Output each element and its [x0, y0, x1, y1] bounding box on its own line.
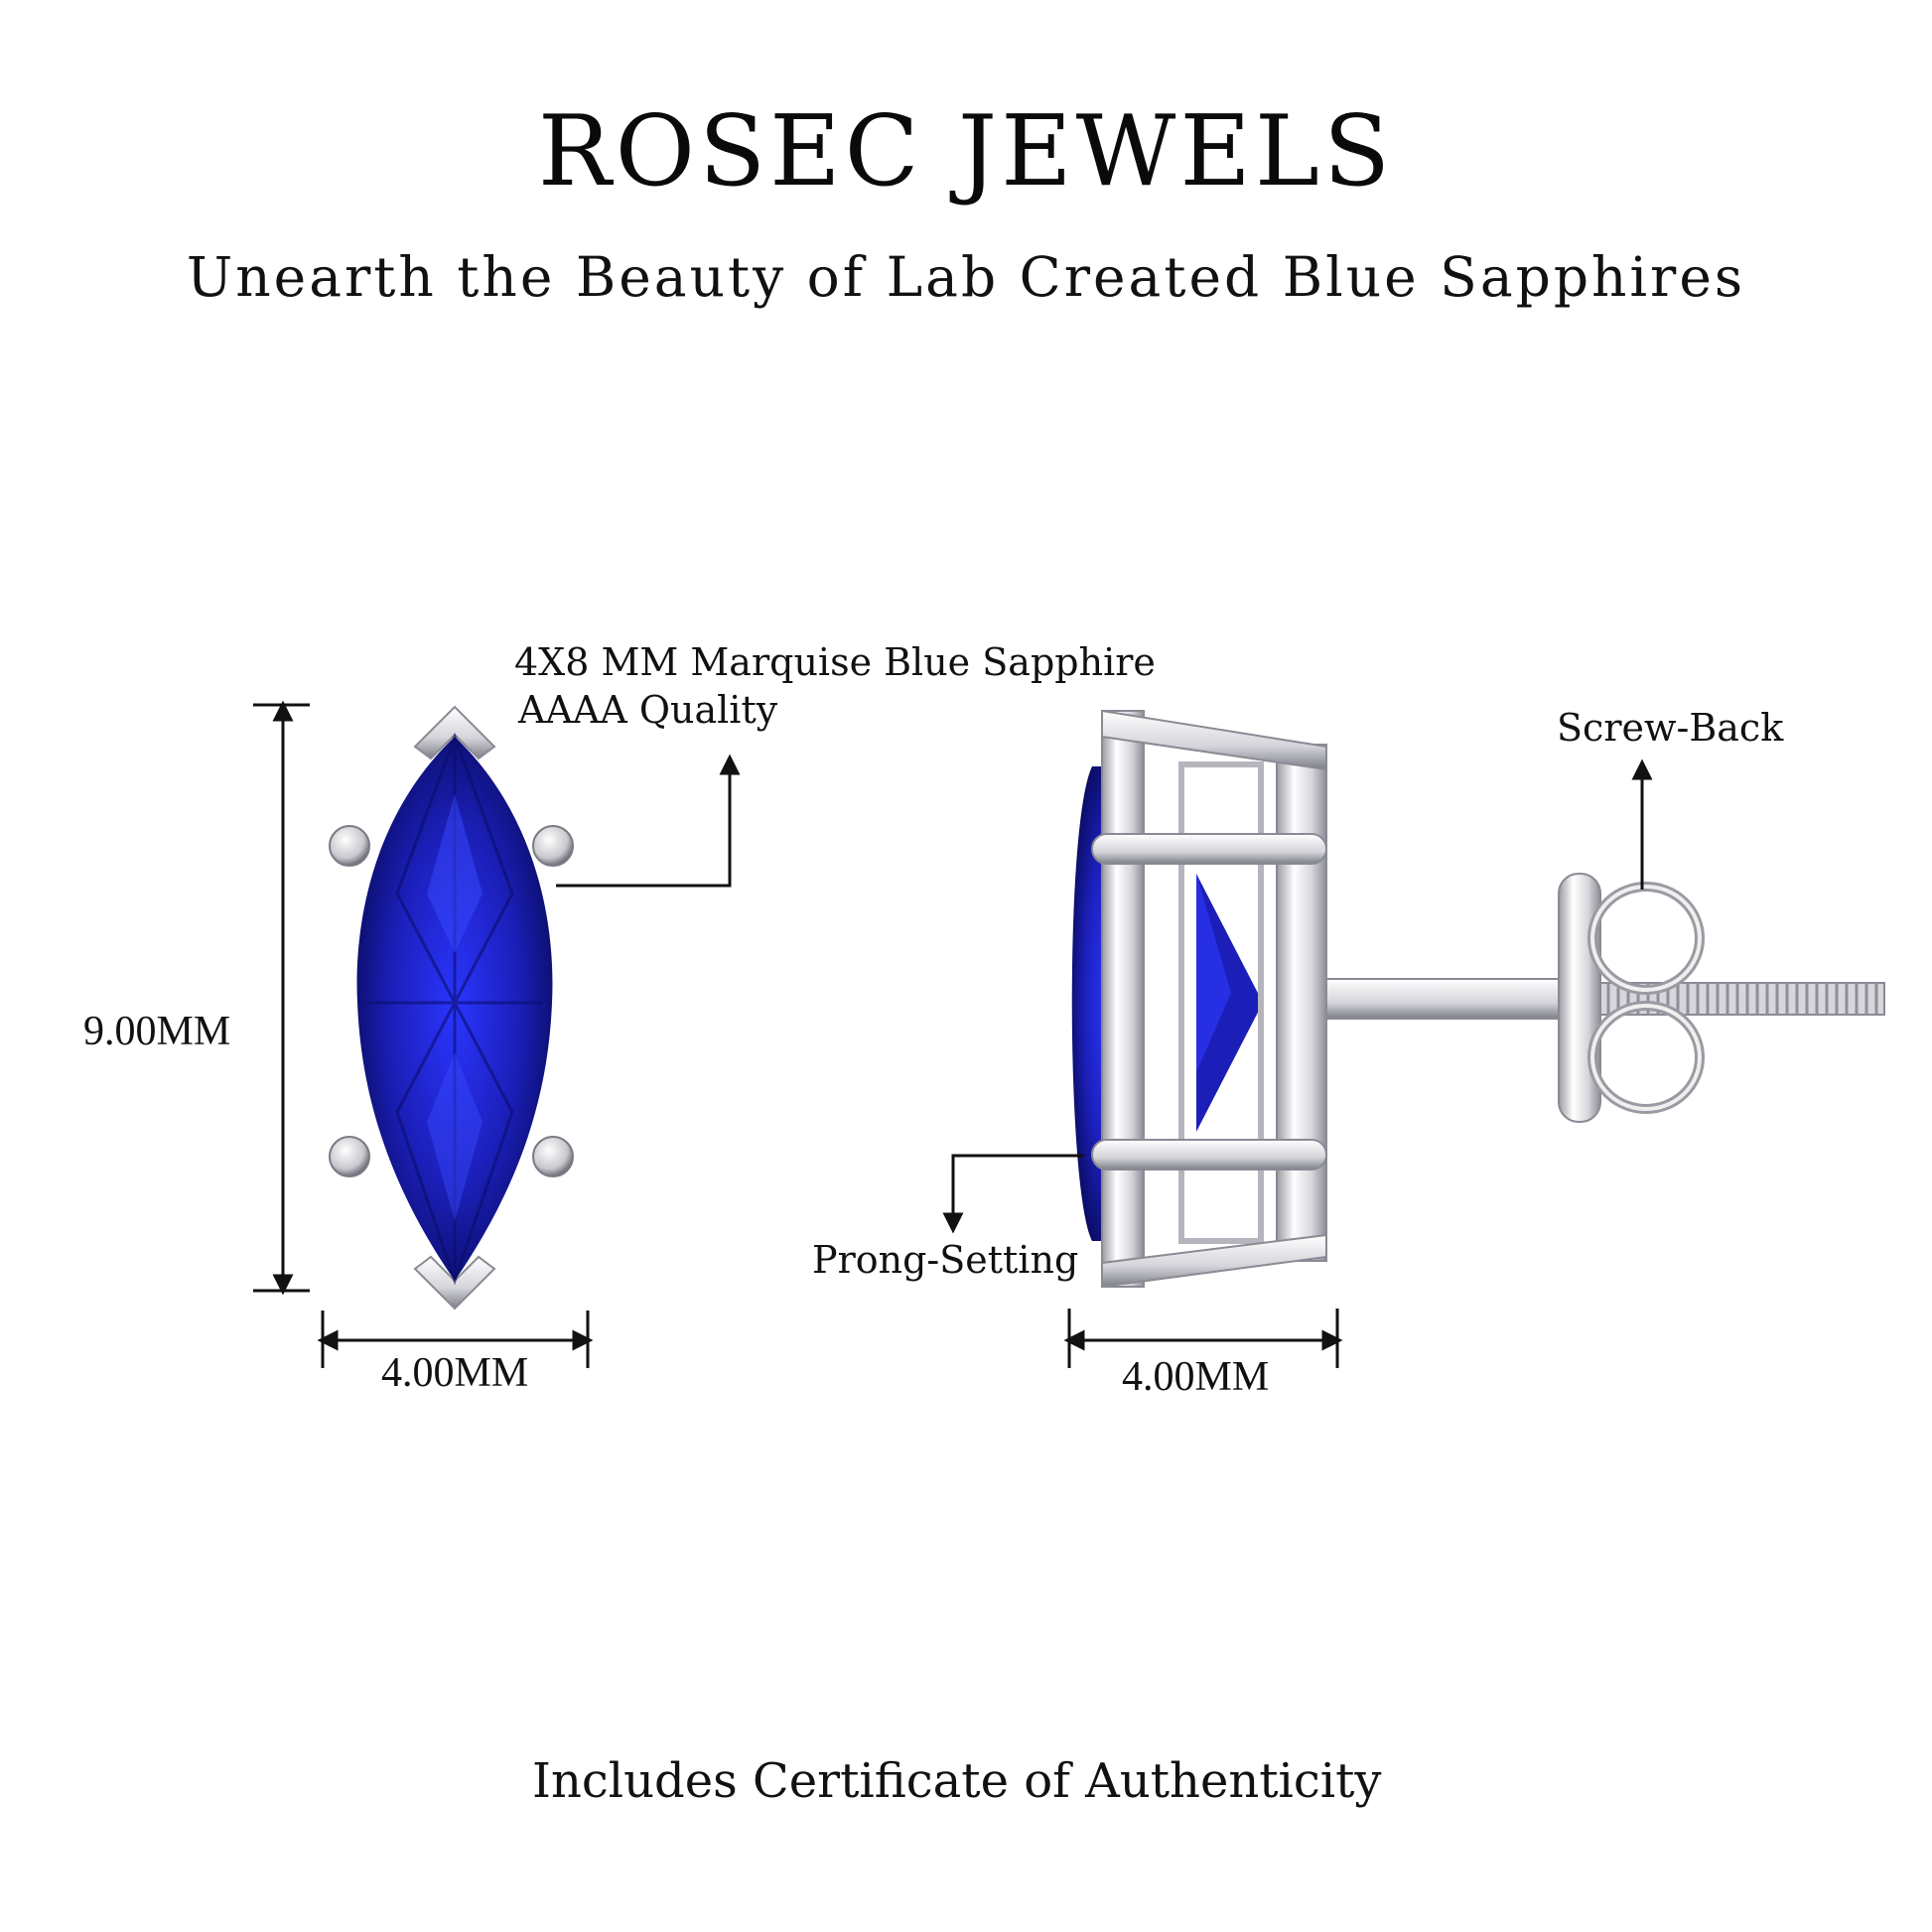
width-label-side: 4.00MM	[1122, 1354, 1270, 1400]
width-dimension-side	[1063, 1309, 1343, 1368]
stone-callout-line	[556, 754, 741, 888]
prong-ball	[532, 825, 574, 867]
basket-front-post	[1276, 744, 1327, 1262]
brand-title: ROSEC JEWELS	[537, 95, 1395, 208]
prong-setting-label: Prong-Setting	[812, 1238, 1079, 1282]
height-label: 9.00MM	[83, 1009, 231, 1054]
stone-label-line2: AAAA Quality	[518, 688, 778, 732]
width-dimension-front	[317, 1311, 594, 1368]
front-view-earring	[329, 705, 574, 1311]
bottom-rail	[1101, 1233, 1327, 1289]
prong-callout-line	[942, 1154, 1084, 1234]
lower-prong-bar	[1091, 1139, 1327, 1171]
basket-mid-post	[1178, 761, 1264, 1244]
top-rail	[1101, 709, 1327, 771]
side-view-earring	[1071, 709, 1885, 1289]
screw-back-label: Screw-Back	[1557, 706, 1784, 750]
stone-label-line1: 4X8 MM Marquise Blue Sapphire	[514, 640, 1156, 684]
prong-ball	[532, 1136, 574, 1177]
width-label-front: 4.00MM	[381, 1350, 529, 1396]
screw-back-nut	[1558, 873, 1705, 1123]
tagline: Unearth the Beauty of Lab Created Blue S…	[186, 245, 1746, 309]
upper-prong-bar	[1091, 833, 1327, 865]
facet-lines	[367, 732, 542, 1286]
basket-back-post	[1101, 710, 1145, 1288]
prong-ball	[329, 825, 370, 867]
prong-ball	[329, 1136, 370, 1177]
height-dimension	[253, 700, 310, 1296]
certificate-note: Includes Certificate of Authenticity	[532, 1753, 1382, 1809]
post	[1325, 978, 1576, 1020]
